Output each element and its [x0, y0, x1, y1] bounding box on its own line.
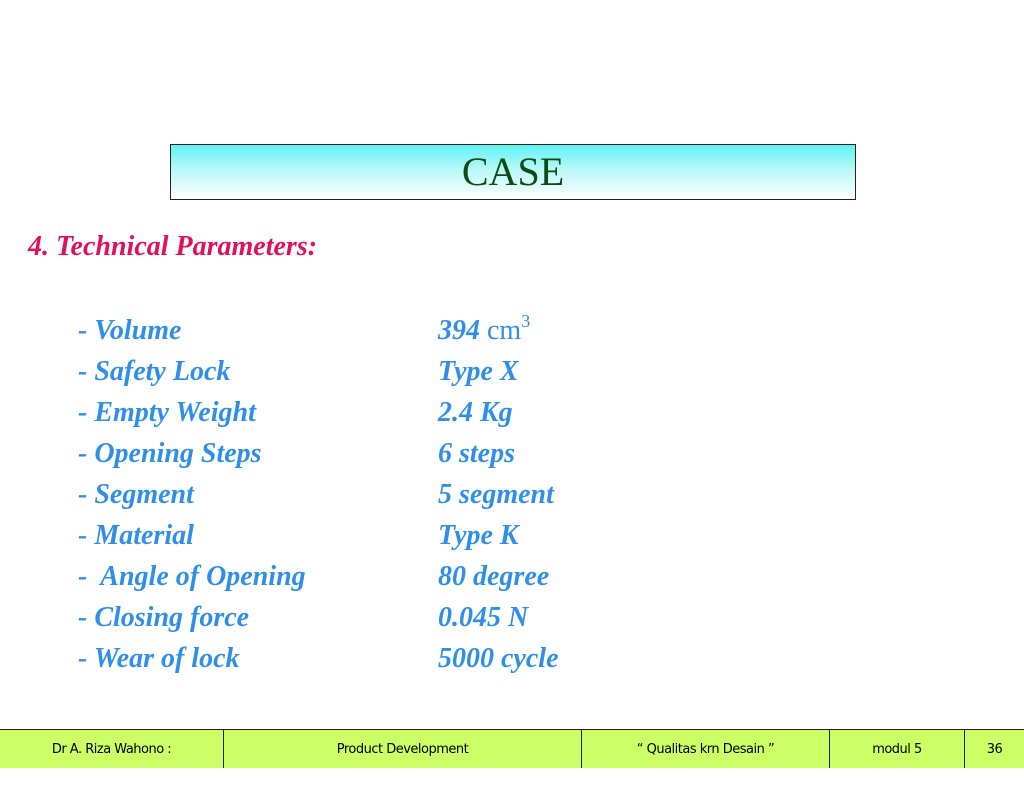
parameter-value: 0.045 N: [438, 602, 529, 633]
parameter-row-material: - Material Type K: [78, 516, 519, 556]
parameter-value: Type K: [438, 520, 519, 551]
parameter-value: 2.4 Kg: [438, 397, 513, 428]
slide-title: CASE: [461, 149, 565, 194]
parameter-row-volume: - Volume 394 cm3: [78, 311, 530, 351]
parameter-row-empty-weight: - Empty Weight 2.4 Kg: [78, 393, 513, 433]
parameter-value: Type X: [438, 356, 519, 387]
section-heading: 4. Technical Parameters:: [28, 231, 318, 262]
parameter-value: 6 steps: [438, 438, 515, 469]
parameter-name: - Angle of Opening: [78, 561, 306, 592]
slide-footer: Dr A. Riza Wahono : Product Development …: [0, 729, 1024, 768]
parameter-value: 5000 cycle: [438, 643, 559, 674]
parameter-value: 80 degree: [438, 561, 550, 592]
title-box: CASE: [170, 144, 856, 200]
footer-author: Dr A. Riza Wahono :: [0, 730, 224, 768]
unit-exponent: 3: [521, 311, 531, 331]
parameter-row-closing-force: - Closing force 0.045 N: [78, 598, 528, 638]
volume-number: 394: [438, 315, 480, 346]
parameter-name: - Closing force: [78, 602, 250, 633]
footer-module: modul 5: [830, 730, 965, 768]
parameter-value: 394 cm3: [438, 311, 530, 351]
parameter-name: - Opening Steps: [78, 438, 262, 469]
parameter-row-angle-of-opening: - Angle of Opening 80 degree: [78, 557, 549, 597]
parameter-row-safety-lock: - Safety Lock Type X: [78, 352, 519, 392]
footer-course: Product Development: [224, 730, 582, 768]
parameter-row-segment: - Segment 5 segment: [78, 475, 554, 515]
parameter-row-opening-steps: - Opening Steps 6 steps: [78, 434, 515, 474]
parameter-row-wear-of-lock: - Wear of lock 5000 cycle: [78, 639, 559, 679]
footer-topic: “ Qualitas krn Desain ”: [582, 730, 830, 768]
parameter-name: - Segment: [78, 479, 194, 510]
parameter-name: - Empty Weight: [78, 397, 256, 428]
parameter-value: 5 segment: [438, 479, 554, 510]
footer-page-number: 36: [986, 741, 1003, 757]
parameter-name: - Material: [78, 520, 194, 551]
parameter-name: - Wear of lock: [78, 643, 240, 674]
parameter-name: - Volume: [78, 315, 182, 346]
volume-unit: cm3: [487, 312, 530, 346]
parameter-name: - Safety Lock: [78, 356, 231, 387]
unit-text: cm: [487, 315, 522, 346]
